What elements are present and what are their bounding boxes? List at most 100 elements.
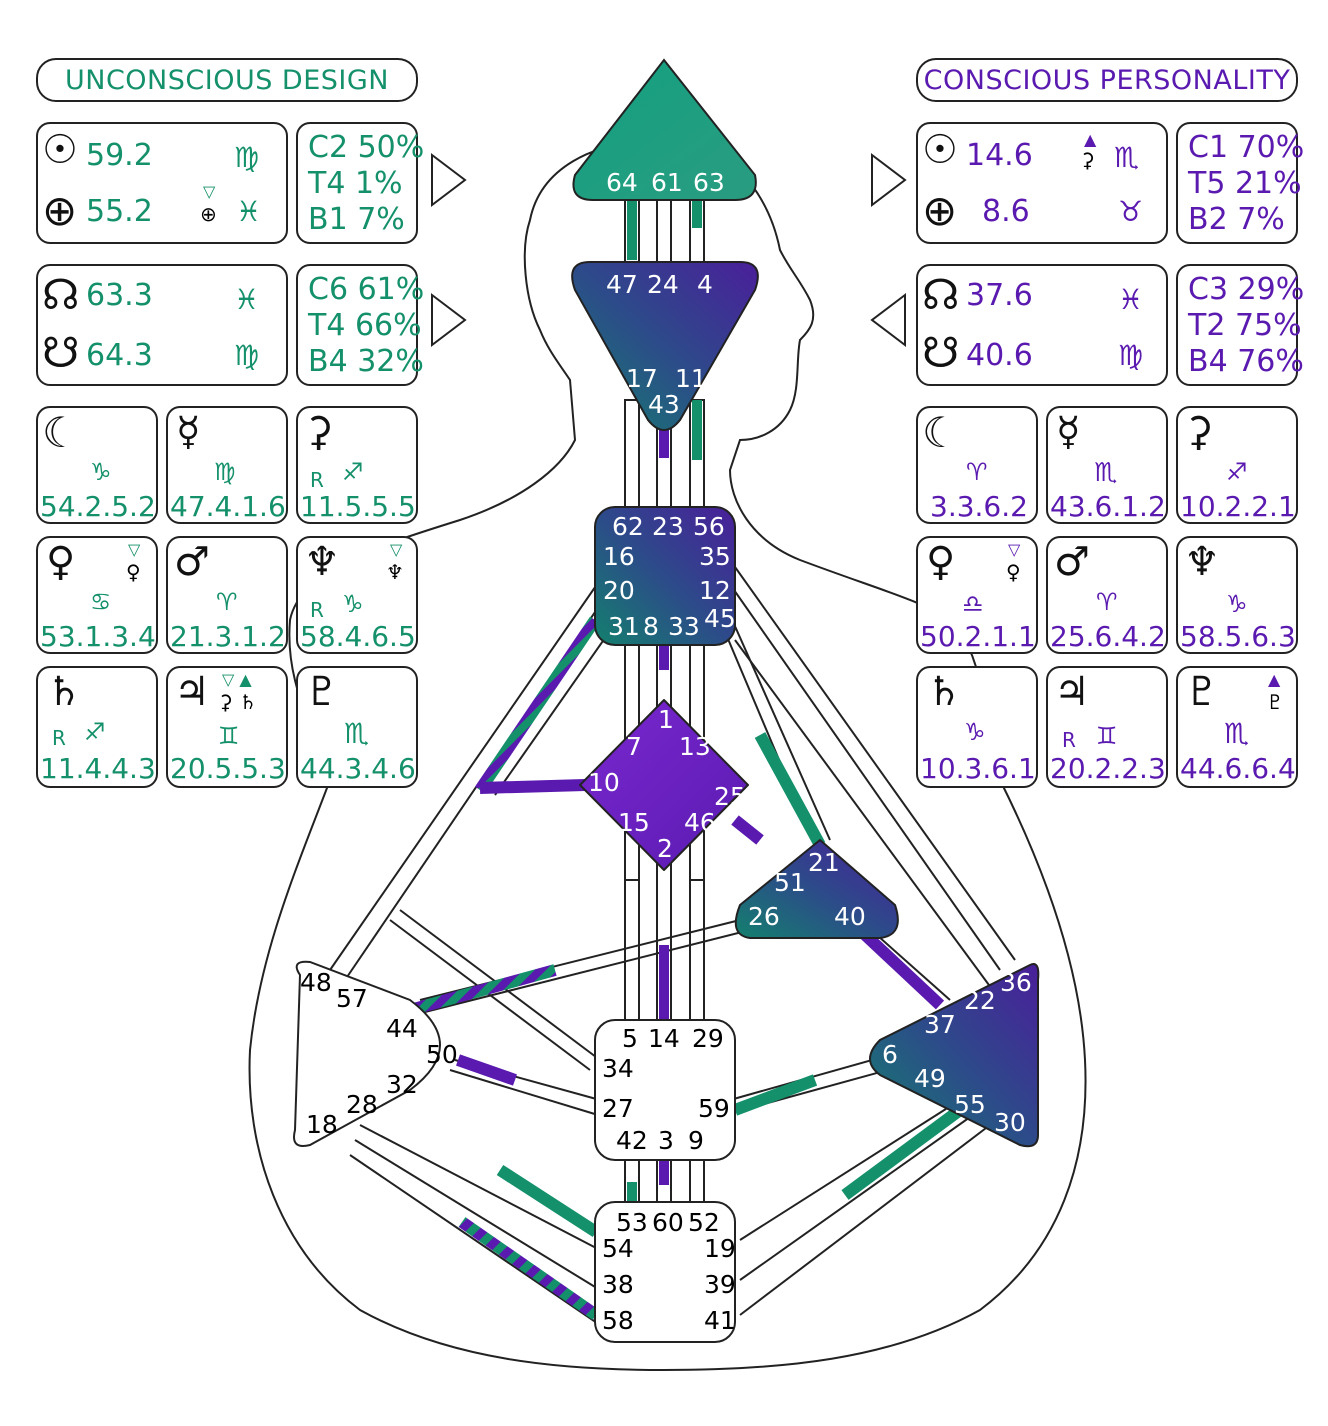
chiron-saturn-icon: ⚳ ♄ <box>218 690 257 714</box>
aries-icon: ♈ <box>216 588 238 616</box>
personality-saturn-box: ♄ ♑ 10.3.6.1 <box>916 666 1038 788</box>
venus-icon: ♀ <box>46 539 76 585</box>
personality-top-arrow <box>871 152 907 208</box>
gate-4: 4 <box>697 270 713 299</box>
gate-48: 48 <box>300 968 332 997</box>
down-triangle-icon: ▽ <box>1008 540 1021 559</box>
personality-ctb-box-1: C1 70% T5 21% B2 7% <box>1176 122 1304 244</box>
gate-47: 47 <box>606 270 638 299</box>
sacral-center <box>594 1019 736 1161</box>
gate-58: 58 <box>602 1306 634 1335</box>
pluto-icon: ♇ <box>304 669 340 715</box>
gate-51: 51 <box>774 868 806 897</box>
chiron-icon: ⚳ <box>1080 148 1095 172</box>
pisces-icon: ♓ <box>236 195 262 228</box>
gate-43: 43 <box>648 390 680 419</box>
capricorn-icon: ♑ <box>964 718 986 746</box>
neptune-icon: ♆ <box>386 560 404 584</box>
design-nodes-box: ☊ 63.3 ♓ ☋ 64.3 ♍ <box>36 264 288 386</box>
gate-25: 25 <box>714 782 746 811</box>
scorpio-icon: ♏ <box>344 717 370 750</box>
south-node-icon: ☋ <box>42 328 80 377</box>
virgo-icon: ♍ <box>234 141 260 174</box>
personality-north-node-value: 37.6 <box>966 278 1033 313</box>
pluto-icon: ♇ <box>1266 690 1284 714</box>
gate-62: 62 <box>612 512 644 541</box>
mercury-icon: ☿ <box>1056 409 1081 455</box>
moon-icon: ☾ <box>42 408 80 457</box>
jupiter-icon: ♃ <box>1054 669 1090 715</box>
down-triangle-icon: ▽ <box>390 540 403 559</box>
gate-13: 13 <box>679 732 711 761</box>
gate-49: 49 <box>914 1064 946 1093</box>
aries-icon: ♈ <box>966 458 988 486</box>
design-chiron-value: 11.5.5.5 <box>300 490 416 523</box>
gate-60: 60 <box>652 1208 684 1237</box>
gate-8: 8 <box>643 612 659 641</box>
gate-28: 28 <box>346 1090 378 1119</box>
personality-sun-value: 14.6 <box>966 138 1033 173</box>
scorpio-icon: ♏ <box>1224 717 1250 750</box>
sagittarius-icon: ♐ <box>1226 458 1248 486</box>
design-chiron-box: ⚳ R ♐ 11.5.5.5 <box>296 406 418 524</box>
design-pluto-value: 44.3.4.6 <box>300 752 416 785</box>
design-neptune-box: ♆ ▽ ♆ R ♑ 58.4.6.5 <box>296 536 418 654</box>
personality-venus-value: 50.2.1.1 <box>920 620 1036 653</box>
design-ctb-1: C2 50% T4 1% B1 7% <box>308 130 425 237</box>
design-bottom-arrow <box>431 292 467 348</box>
gate-7: 7 <box>626 732 642 761</box>
gate-41: 41 <box>704 1306 736 1335</box>
gate-32: 32 <box>386 1070 418 1099</box>
mars-icon: ♂ <box>1054 539 1090 585</box>
south-node-icon: ☋ <box>922 328 960 377</box>
head-center <box>572 58 757 201</box>
personality-ctb-2: C3 29% T2 75% B4 76% <box>1188 272 1305 379</box>
pisces-icon: ♓ <box>234 283 260 316</box>
gate-54: 54 <box>602 1234 634 1263</box>
aries-icon: ♈ <box>1096 588 1118 616</box>
personality-neptune-value: 58.5.6.3 <box>1180 620 1296 653</box>
gate-18: 18 <box>306 1110 338 1139</box>
design-mars-value: 21.3.1.2 <box>170 620 286 653</box>
design-jupiter-box: ♃ ▽ ▲ ⚳ ♄ ♊ 20.5.5.3 <box>166 666 288 788</box>
chiron-icon: ⚳ <box>1184 409 1214 455</box>
earth-icon: ⊕ <box>200 202 217 226</box>
gate-34: 34 <box>602 1054 634 1083</box>
gate-20: 20 <box>603 576 635 605</box>
design-ctb-2: C6 61% T4 66% B4 32% <box>308 272 425 379</box>
virgo-icon: ♍ <box>1118 339 1144 372</box>
gemini-icon: ♊ <box>218 722 240 750</box>
gate-56: 56 <box>693 512 725 541</box>
ajna-center <box>571 261 759 431</box>
gate-55: 55 <box>954 1090 986 1119</box>
gate-9: 9 <box>688 1126 704 1155</box>
gate-57: 57 <box>336 984 368 1013</box>
gate-22: 22 <box>964 986 996 1015</box>
virgo-icon: ♍ <box>214 458 236 486</box>
gate-39: 39 <box>704 1270 736 1299</box>
design-ctb-box-2: C6 61% T4 66% B4 32% <box>296 264 424 386</box>
saturn-icon: ♄ <box>46 669 82 715</box>
design-neptune-value: 58.4.6.5 <box>300 620 416 653</box>
gate-64: 64 <box>606 168 638 197</box>
personality-jupiter-box: ♃ R ♊ 20.2.2.3 <box>1046 666 1168 788</box>
gate-17: 17 <box>626 364 658 393</box>
design-top-arrow <box>431 152 467 208</box>
personality-neptune-box: ♆ ♑ 58.5.6.3 <box>1176 536 1298 654</box>
design-ctb-box-1: C2 50% T4 1% B1 7% <box>296 122 424 244</box>
personality-ctb-box-2: C3 29% T2 75% B4 76% <box>1176 264 1304 386</box>
gate-40: 40 <box>834 902 866 931</box>
design-venus-box: ♀ ▽ ♀ ♋ 53.1.3.4 <box>36 536 158 654</box>
cancer-icon: ♋ <box>90 588 112 616</box>
design-sun-value: 59.2 <box>86 138 153 173</box>
scorpio-icon: ♏ <box>1114 141 1140 174</box>
design-sun-earth-box: ☉ 59.2 ♍ ⊕ 55.2 ▽ ⊕ ♓ <box>36 122 288 244</box>
design-mars-box: ♂ ♈ 21.3.1.2 <box>166 536 288 654</box>
design-mercury-box: ☿ ♍ 47.4.1.6 <box>166 406 288 524</box>
gate-26: 26 <box>748 902 780 931</box>
gate-11: 11 <box>675 364 707 393</box>
capricorn-icon: ♑ <box>342 590 364 618</box>
gate-27: 27 <box>602 1094 634 1123</box>
scorpio-icon: ♏ <box>1094 458 1118 488</box>
